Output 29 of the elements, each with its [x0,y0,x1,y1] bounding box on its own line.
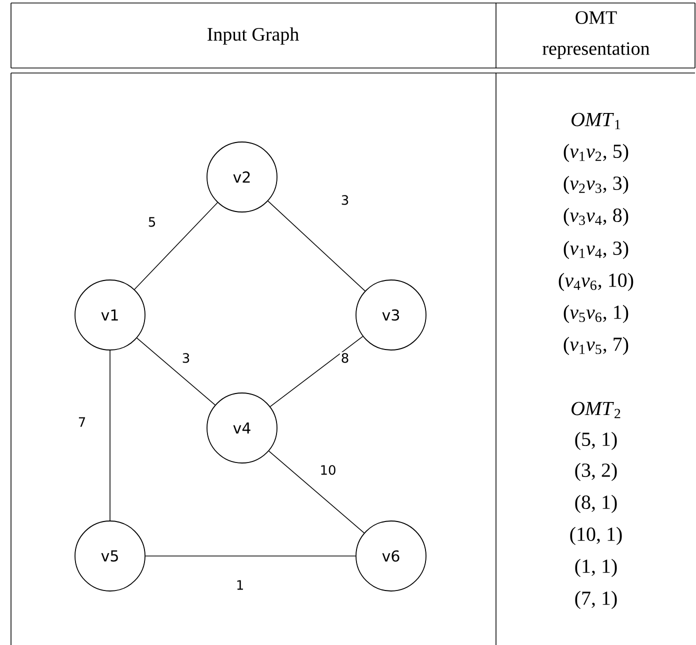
table-entry: (5, 1) [575,432,617,450]
table-entry: (v$_{4}$v$_{6}$, 10) [558,272,634,292]
edge-line [268,450,365,534]
table-entry: OMT$_{2}$ [572,402,620,418]
edge-line [268,200,366,292]
edge-label: 10 [318,464,338,476]
edge-label: 3 [340,194,350,206]
table-entry: (1, 1) [575,558,617,578]
table-entry: (10, 1) [570,526,622,546]
table-entry: (v$_{2}$v$_{3}$, 3) [564,176,628,194]
edge-label: 8 [340,352,350,364]
table-entry: (v$_{1}$v$_{2}$, 5) [564,144,628,162]
edge-label: 5 [146,216,158,228]
edge-line [270,336,364,407]
table-entry: OMT$_{1}$ [572,112,620,130]
column-header: Input Graph [208,27,299,45]
edge-label: 7 [76,416,88,428]
table-entry: (v$_{1}$v$_{4}$, 3) [564,240,628,260]
table-entry: (v$_{1}$v$_{5}$, 7) [564,336,628,356]
table-entry: (v$_{5}$v$_{6}$, 1) [564,304,628,324]
edge-line [134,202,218,290]
edge-label: 1 [234,579,246,591]
edge-label: 3 [180,352,192,364]
table-entry: (3, 2) [575,462,617,482]
table-entry: (8, 1) [575,494,617,514]
edge-line [136,338,216,406]
table-entry: (7, 1) [575,590,617,610]
table-entry: (v$_{3}$v$_{4}$, 8) [564,208,628,226]
column-header: OMT representation [542,11,650,59]
